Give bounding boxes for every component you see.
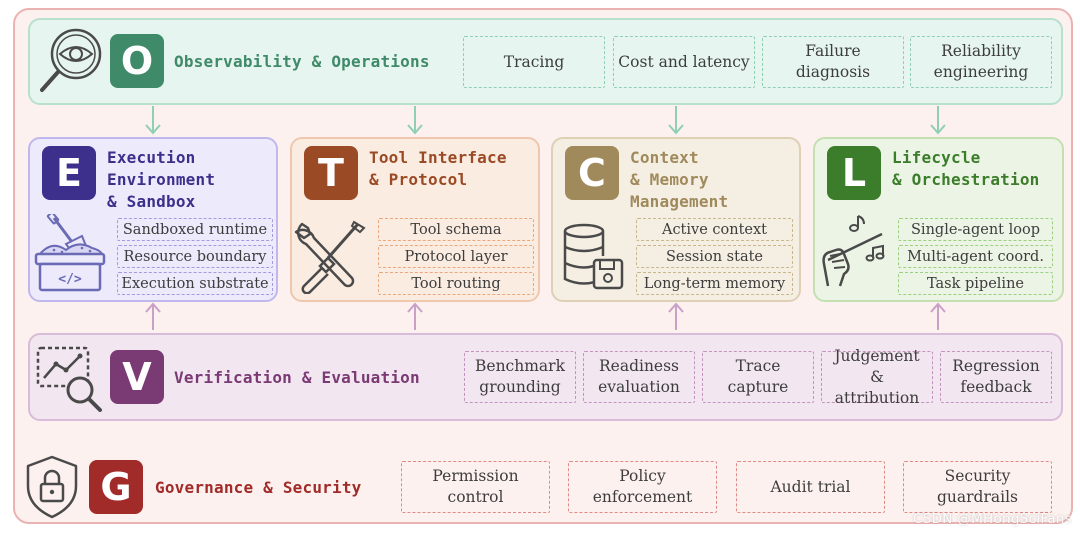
context-badge: C: [565, 146, 619, 200]
verification-tag-trace-text: Trace capture: [727, 357, 789, 396]
verification-title: Verification & Evaluation: [174, 368, 420, 387]
context-title-line2: & Memory: [630, 170, 709, 189]
conductor-music-icon: [822, 215, 885, 287]
observability-band: [28, 18, 1063, 105]
verification-tag-readiness: Readiness evaluation: [583, 351, 695, 403]
execution-tag-sandboxed-runtime: Sandboxed runtime: [117, 218, 273, 241]
verification-tag-benchmark: Benchmark grounding: [464, 351, 576, 403]
governance-tag-permission-text: Permission control: [432, 467, 519, 506]
context-title-line3: Management: [630, 192, 729, 211]
verification-tag-regression-text: Regression feedback: [952, 357, 1040, 396]
verification-tag-regression: Regression feedback: [940, 351, 1052, 403]
svg-text:</>: </>: [58, 272, 82, 287]
wrench-screwdriver-icon: [294, 220, 366, 294]
lifecycle-title-line1: Lifecycle: [892, 148, 981, 167]
governance-tag-audit: Audit trial: [736, 461, 885, 513]
execution-tag-execution-substrate: Execution substrate: [117, 272, 273, 295]
lifecycle-tag-task-pipeline: Task pipeline: [898, 272, 1053, 295]
execution-badge: E: [42, 146, 96, 200]
tool-badge: T: [304, 146, 358, 200]
governance-tag-security: Security guardrails: [903, 461, 1052, 513]
observability-title: Observability & Operations: [174, 52, 430, 71]
observability-tag-reliability: Reliability engineering: [910, 36, 1052, 88]
governance-badge: G: [89, 460, 143, 514]
execution-title-line2: Environment: [107, 170, 216, 189]
tool-tag-protocol-layer: Protocol layer: [378, 245, 534, 268]
verification-tag-trace: Trace capture: [702, 351, 814, 403]
governance-tag-permission: Permission control: [401, 461, 550, 513]
verification-tag-readiness-text: Readiness evaluation: [598, 357, 680, 396]
context-tag-active-context: Active context: [636, 218, 793, 241]
lifecycle-card: [813, 137, 1064, 302]
observability-tag-reliability-text: Reliability engineering: [933, 42, 1029, 81]
sandbox-code-icon: </>: [34, 214, 106, 292]
context-tag-session-state: Session state: [636, 245, 793, 268]
observability-tag-tracing: Tracing: [463, 36, 605, 88]
chart-magnifier-icon: [36, 346, 102, 412]
observability-tag-failure-text: Failure diagnosis: [795, 42, 871, 81]
execution-tag-resource-boundary: Resource boundary: [117, 245, 273, 268]
lifecycle-badge: L: [827, 146, 881, 200]
execution-title-line3: & Sandbox: [107, 192, 196, 211]
governance-title: Governance & Security: [155, 478, 362, 497]
execution-title-line1: Execution: [107, 148, 196, 167]
verification-tag-judgement: Judgement & attribution: [821, 347, 933, 407]
context-tag-long-term-memory: Long-term memory: [636, 272, 793, 295]
lifecycle-title-line2: & Orchestration: [892, 170, 1040, 189]
verification-band: [28, 333, 1063, 421]
governance-tag-policy-text: Policy enforcement: [592, 467, 693, 506]
eye-magnifier-icon: [40, 28, 102, 92]
tool-title-line2: & Protocol: [369, 170, 468, 189]
observability-badge: O: [110, 34, 164, 88]
observability-tag-failure: Failure diagnosis: [762, 36, 904, 88]
lifecycle-tag-multi-agent: Multi-agent coord.: [898, 245, 1053, 268]
lifecycle-tag-single-agent: Single-agent loop: [898, 218, 1053, 241]
verification-tag-benchmark-text: Benchmark grounding: [475, 357, 565, 396]
verification-badge: V: [110, 350, 164, 404]
tool-tag-routing: Tool routing: [378, 272, 534, 295]
verification-tag-judgement-text: Judgement & attribution: [834, 346, 920, 407]
watermark: CSDN @MHongSciFans: [913, 511, 1072, 527]
shield-lock-icon: [26, 455, 78, 519]
tool-tag-schema: Tool schema: [378, 218, 534, 241]
context-title-line1: Context: [630, 148, 699, 167]
tool-title-line1: Tool Interface: [369, 148, 507, 167]
governance-tag-security-text: Security guardrails: [937, 467, 1018, 506]
observability-tag-cost: Cost and latency: [613, 36, 755, 88]
database-save-icon: [563, 223, 624, 290]
governance-tag-policy: Policy enforcement: [568, 461, 717, 513]
